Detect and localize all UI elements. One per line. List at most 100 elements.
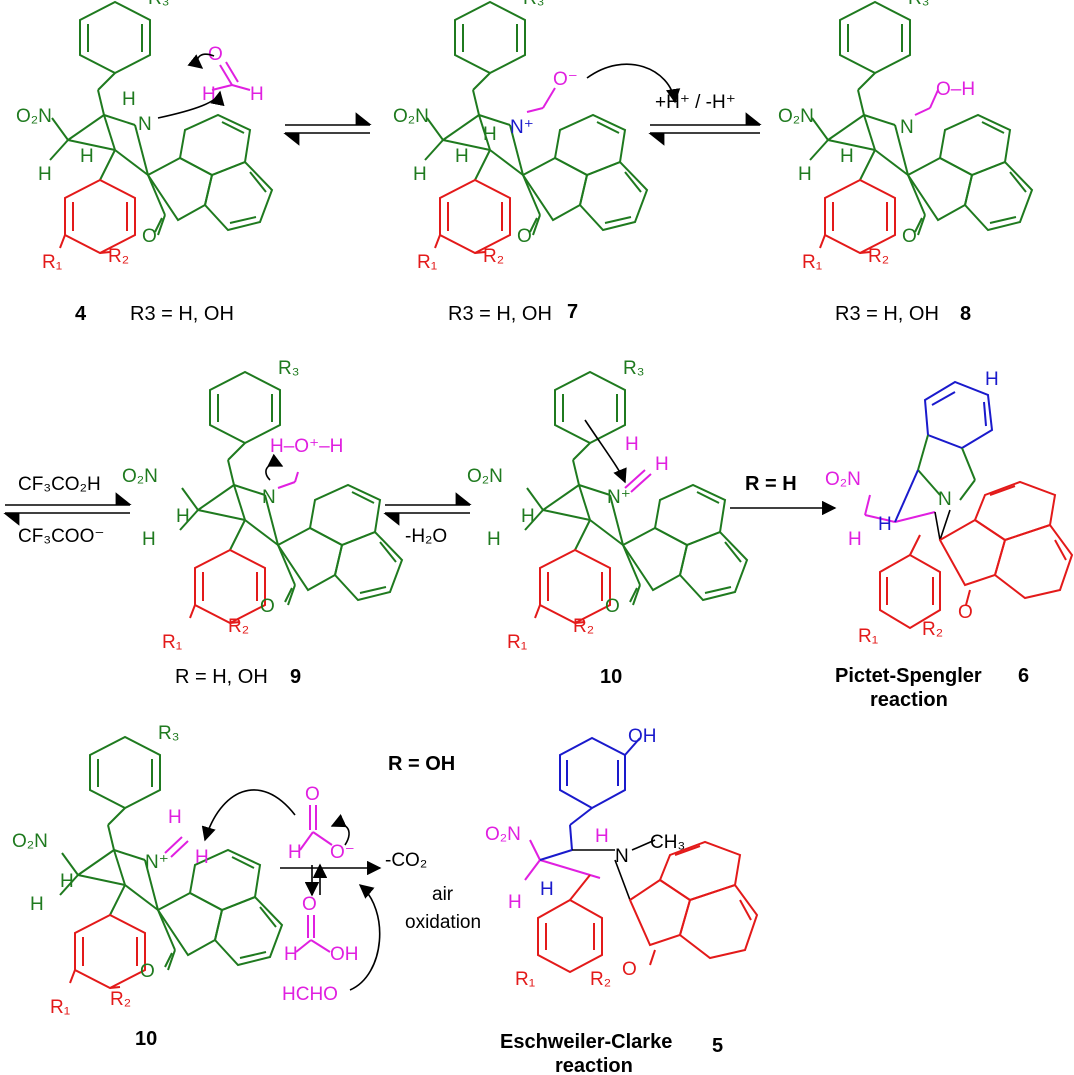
r2-label: R₂	[868, 246, 889, 267]
compound-4-structure: R₃ O₂N N H H H R₁ R₂ O O H H	[16, 0, 273, 273]
formate-ominus-label: O⁻	[330, 842, 355, 863]
nplus-label: N⁺	[510, 117, 534, 138]
r2-label: R₂	[573, 616, 594, 637]
r3-label: R₃	[523, 0, 544, 9]
air-oxidation-line1: air	[432, 884, 454, 905]
equilibrium-arrow-7-8: +H⁺ / -H⁺	[648, 92, 762, 146]
compound-5-name-line2: reaction	[555, 1055, 633, 1075]
ketone-o-label: O	[142, 226, 157, 247]
compound-10-number-row3: 10	[135, 1028, 157, 1050]
condition-label: R = OH	[388, 753, 455, 775]
dehydration-label: -H₂O	[405, 526, 447, 547]
h-label: H	[840, 146, 854, 167]
nitro-label: O₂N	[485, 824, 521, 845]
nitro-label: O₂N	[778, 106, 814, 127]
nh-h-label: H	[122, 89, 136, 110]
nitro-label: O₂N	[393, 106, 429, 127]
aldehyde-h-label: H	[250, 84, 264, 105]
n-label: N	[262, 487, 276, 508]
compound-6-number: 6	[1018, 665, 1029, 687]
h-label: H	[142, 529, 156, 550]
h-label: H	[521, 506, 535, 527]
equilibrium-arrow-4-7	[283, 112, 372, 146]
nitro-label: O₂N	[16, 106, 52, 127]
methylene-h-label: H	[625, 434, 639, 455]
phenol-oh-label: OH	[628, 726, 657, 747]
h-label: H	[38, 164, 52, 185]
compound-10-iminium-structure-row3: R₃ O₂N N⁺ H H R₁ R₂ O H H	[12, 723, 283, 1018]
h-label: H	[413, 164, 427, 185]
nplus-label: N⁺	[145, 852, 169, 873]
ketone-o-label: O	[622, 959, 637, 980]
r3-label: R₃	[148, 0, 169, 9]
equilibrium-arrow-8-9: CF₃CO₂H CF₃COO⁻	[3, 474, 132, 547]
methylene-h-label: H	[655, 454, 669, 475]
ketone-o-label: O	[958, 602, 973, 623]
r3-label: R₃	[158, 723, 179, 744]
compound-4-number: 4	[75, 303, 87, 325]
h-label: H	[30, 894, 44, 915]
aldehyde-o-label: O	[208, 44, 223, 65]
formate-hydride-transfer: R = OH O H O⁻ O H OH HCHO	[201, 753, 455, 1005]
compound-8-number: 8	[960, 303, 971, 325]
h-label: H	[595, 826, 609, 847]
nh-h-label: H	[483, 124, 497, 145]
r3-label: R₃	[908, 0, 929, 9]
r1-label: R₁	[42, 252, 62, 273]
air-oxidation-line2: oxidation	[405, 912, 481, 933]
r2-label: R₂	[590, 969, 611, 990]
nplus-label: N⁺	[607, 487, 631, 508]
n-label: N	[900, 117, 914, 138]
hydronium-label: H–O⁺–H	[270, 436, 343, 457]
nitro-label: O₂N	[467, 466, 503, 487]
nitro-label: O₂N	[825, 469, 861, 490]
h-label: H	[487, 529, 501, 550]
r2-label: R₂	[110, 989, 131, 1010]
n-label: N	[938, 489, 952, 510]
r3-label: R₃	[623, 358, 644, 379]
compound-8-structure: R₃ O₂N N H H R₁ R₂ O O–H	[778, 0, 1033, 273]
r2-label: R₂	[922, 619, 943, 640]
h-label: H	[455, 146, 469, 167]
r1-label: R₁	[802, 252, 822, 273]
r1-label: R₁	[50, 997, 70, 1018]
formic-h-label: H	[284, 944, 298, 965]
r1-label: R₁	[162, 632, 182, 653]
proton-transfer-label: +H⁺ / -H⁺	[655, 92, 736, 113]
n-label: N	[138, 114, 152, 135]
formic-oh-label: OH	[330, 944, 359, 965]
compound-9-caption: R = H, OH	[175, 666, 268, 688]
ketone-o-label: O	[140, 961, 155, 982]
compound-5-number: 5	[712, 1035, 723, 1057]
reaction-arrow-10-6: R = H	[730, 473, 837, 516]
h-label: H	[985, 369, 999, 390]
h-label: H	[540, 879, 554, 900]
ketone-o-label: O	[260, 596, 275, 617]
r2-label: R₂	[108, 246, 129, 267]
r2-label: R₂	[228, 616, 249, 637]
formic-o-label: O	[302, 894, 317, 915]
r2-label: R₂	[483, 246, 504, 267]
formaldehyde-label: HCHO	[282, 984, 338, 1005]
compound-8-caption: R3 = H, OH	[835, 303, 939, 325]
methylene-h-label: H	[195, 847, 209, 868]
co2-loss-label: -CO₂	[385, 850, 427, 871]
compound-5-name-line1: Eschweiler-Clarke	[500, 1031, 672, 1053]
compound-7-structure: R₃ O₂N N⁺ H H H R₁ R₂ O O⁻	[393, 0, 681, 273]
methylene-h-label: H	[168, 807, 182, 828]
compound-10-iminium-structure: R₃ O₂N N⁺ H H R₁ R₂ O H H	[467, 358, 748, 653]
equilibrium-arrow-9-10: -H₂O	[383, 492, 472, 547]
h-label: H	[798, 164, 812, 185]
r1-label: R₁	[417, 252, 437, 273]
r1-label: R₁	[515, 969, 535, 990]
compound-10-number: 10	[600, 666, 622, 688]
h-label: H	[848, 529, 862, 550]
formate-h-label: H	[288, 842, 302, 863]
h-label: H	[176, 506, 190, 527]
conjugate-base-label: CF₃COO⁻	[18, 526, 104, 547]
r3-label: R₃	[278, 358, 299, 379]
compound-7-number: 7	[567, 301, 578, 323]
reaction-arrow-10-5: -CO₂ air oxidation	[280, 850, 481, 933]
compound-4-caption: R3 = H, OH	[130, 303, 234, 325]
r1-label: R₁	[858, 626, 878, 647]
